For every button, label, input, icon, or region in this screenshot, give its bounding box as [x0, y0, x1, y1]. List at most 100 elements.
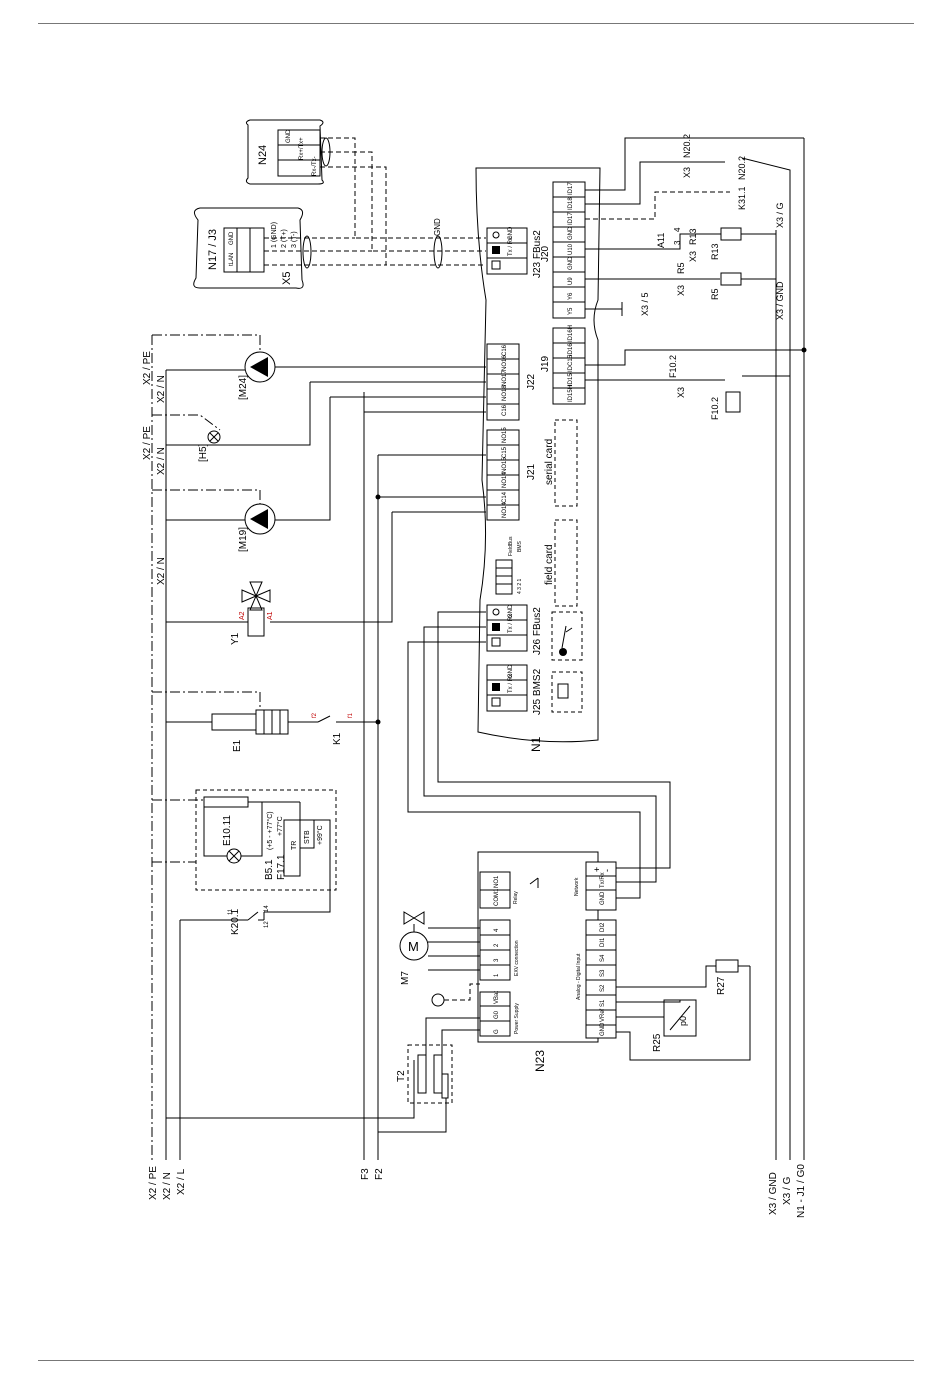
j21-pin-3: NO15: [502, 457, 508, 473]
k31-1-label: K31.1: [737, 186, 747, 210]
field-card-slot: [554, 519, 578, 607]
n23-network-title: Network: [574, 877, 580, 896]
label-x2-n-mid: X2 / N: [156, 447, 167, 475]
y1-a2: A2: [239, 611, 246, 620]
j22-connector: [486, 343, 520, 421]
b5-label: B5.1: [264, 859, 275, 880]
n23-com1: COM1: [494, 888, 500, 906]
j22-pin-5: C16: [502, 404, 508, 416]
n23-gnd: GND: [600, 1022, 606, 1036]
wire-m19: [275, 397, 331, 521]
j20-pin-id18: ID18: [568, 197, 574, 210]
tr-temp: +77°C: [276, 816, 284, 836]
j22-pin-4: NO18: [502, 385, 508, 401]
relay-k20: K20.1 11 12 14: [180, 905, 270, 935]
stb-label: STB: [304, 830, 311, 844]
n23-net-plus: +: [592, 867, 602, 872]
gnd-label: GND: [433, 218, 442, 236]
n24-device: GND Rx+/Tx+ Rx-/Tx- N24: [245, 119, 324, 185]
n23-driver: N23 NO1 COM1 Relay 4 2 3 1 EXV connectio…: [477, 851, 617, 1072]
j20-pin-y5: Y5: [568, 307, 574, 315]
j19-label: J19: [540, 355, 551, 372]
footer-rule: [38, 1360, 914, 1361]
j20-pin-gnd2: GND: [568, 256, 574, 270]
n1-label: N1: [529, 736, 543, 752]
serial-card-label: serial card: [544, 439, 555, 485]
r25-label: R25: [652, 1033, 663, 1052]
fieldbus-label: FieldBus: [508, 536, 514, 556]
right-buses: N20.2 N20.2 X3 K31.1 X3 / G A11 X3 4 3 R…: [585, 134, 807, 1160]
wire-h5: [166, 382, 311, 446]
n23-di1: DI1: [600, 937, 606, 947]
wire-y1: [270, 512, 393, 623]
n23-exv-4: 4: [494, 928, 500, 932]
n23-s3: S3: [600, 969, 606, 977]
n23-relay-title: Relay: [513, 891, 519, 904]
x3-terminal-3: 3: [673, 240, 682, 245]
j25-pin-txrx: Tx / Rx: [508, 674, 514, 693]
j26-pin-gnd: GND: [508, 604, 514, 618]
n23-net-txrx: Tx/Rx: [600, 872, 606, 888]
j20-pin-id17a: ID17: [568, 182, 574, 195]
bus-lines-fbus: GND: [264, 137, 486, 269]
j19-pin-id16h: ID16H: [568, 325, 574, 342]
k20-label: K20.1: [230, 908, 241, 935]
n17-wire-tminus: 3 (T-): [291, 231, 298, 248]
n23-analog-title: Analog - Digital Input: [576, 953, 582, 1000]
n23-net-gnd: GND: [600, 891, 606, 905]
j21-pin-5: C14: [502, 491, 508, 503]
x3-label-d: X3: [676, 387, 686, 398]
t2-label: T2: [396, 1070, 407, 1082]
x3-gnd-label-top: X3 / GND: [775, 281, 785, 320]
motor-m7: M M7: [399, 911, 480, 1007]
k20-12: 12: [264, 921, 270, 928]
network-cable: [407, 611, 671, 899]
r5-label-a: R5: [676, 262, 686, 274]
j20-pin-y6: Y6: [568, 292, 574, 300]
n23-power-title: Power Supply: [514, 1003, 520, 1034]
n23-net-minus: -: [602, 869, 612, 872]
label-f2: F2: [374, 1168, 385, 1180]
sensor-r25: p0 R25: [616, 966, 751, 1061]
j25-label: J25 BMS2: [532, 668, 543, 715]
label-f3: F3: [360, 1168, 371, 1180]
label-x2-n-low: X2 / N: [156, 557, 167, 585]
r13-label-b: R13: [710, 243, 720, 260]
r27-label: R27: [716, 976, 727, 995]
j20-pin-u10: U10: [568, 243, 574, 255]
transformer-t2: T2: [166, 1017, 480, 1133]
j22-pin-3: NO17: [502, 370, 508, 386]
r13-label-a: R13: [688, 228, 698, 245]
x3-label-b: X3: [688, 251, 698, 262]
n23-label: N23: [533, 1050, 547, 1072]
n17-device: GND tLAN N17 / J3 X5 1 (GND) 2 (T+) 3 (T…: [193, 207, 304, 289]
j25-pin-gnd: GND: [508, 664, 514, 678]
heater-e1: E1 K1 f2 f1: [152, 691, 381, 752]
n23-exv-2: 2: [494, 943, 500, 947]
bottom-bus-labels: X2 / PE X2 / N X2 / L F3 F2 X3 / GND X3 …: [148, 1164, 807, 1218]
k20-11: 11: [228, 908, 234, 915]
j22-pin-1: C16: [502, 344, 508, 356]
f10-2-sensor: [725, 391, 741, 413]
stb-temp: +99°C: [316, 825, 324, 845]
j20-label: J20: [540, 245, 551, 262]
sensor-r27: R27: [616, 959, 750, 995]
m19-label: [M19]: [238, 527, 249, 552]
j23-label: J23 FBus2: [532, 230, 543, 278]
n1-controller: N1 GND Tx / Rx J23 FBus2 C16 NO16 NO17 N…: [475, 167, 601, 752]
n23-vbat: VBat: [494, 991, 500, 1004]
n17-wire-gnd: 1 (GND): [271, 222, 278, 248]
m7-symbol: M: [408, 939, 419, 954]
j19-pin-id16: ID16: [568, 343, 574, 356]
n23-g: G: [494, 1029, 500, 1034]
dip-switch: [495, 559, 513, 595]
pump-m24: [M24]: [152, 334, 486, 400]
y1-a1: A1: [267, 611, 274, 620]
e1-label: E1: [232, 739, 243, 752]
j21-pin-4: NO14: [502, 472, 508, 488]
header-rule: [38, 23, 914, 24]
n23-exv-3: 3: [494, 958, 500, 962]
n17-pin-tlan: tLAN: [229, 253, 235, 266]
n23-di2: DI2: [600, 922, 606, 932]
